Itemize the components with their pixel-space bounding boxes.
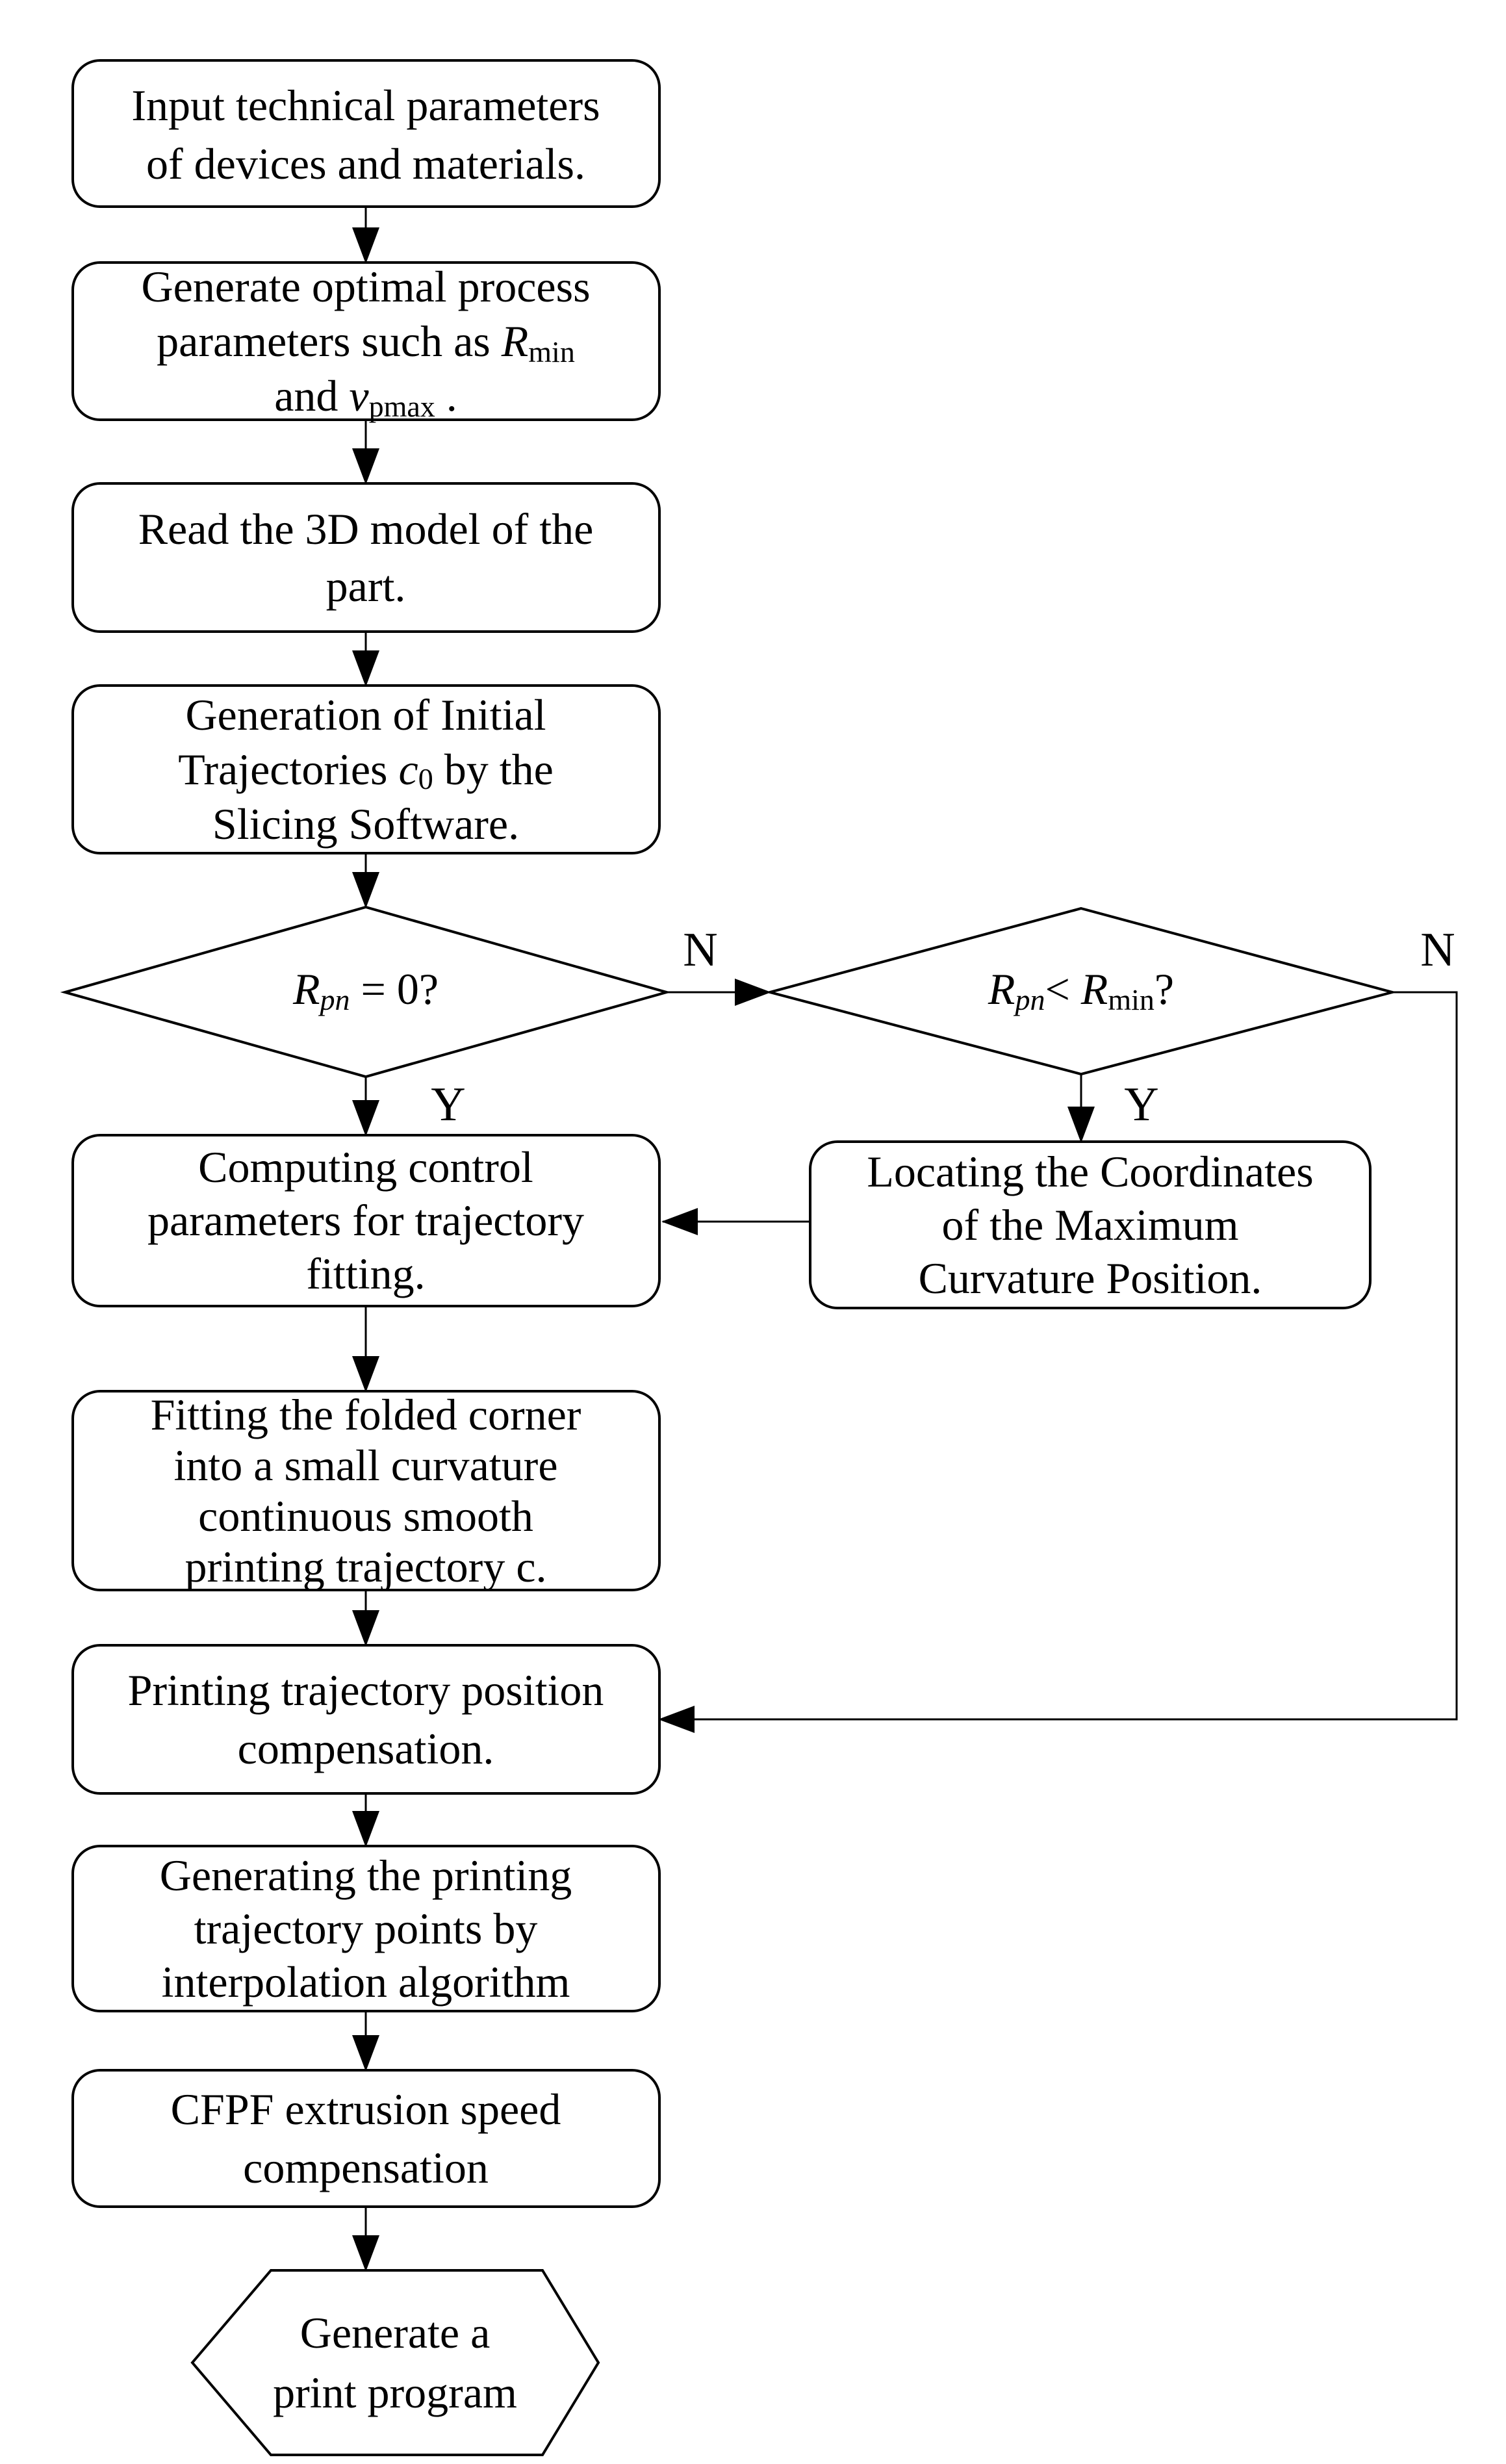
decision2-label: Rpn< Rmin? [988,964,1174,1016]
process-box-read-model [71,482,661,633]
fitting-line4: printing trajectory c. [185,1542,546,1591]
position-compensation-line2: compensation. [238,1724,494,1773]
process-box-fitting-corner [71,1390,661,1591]
process-box-computing-control [71,1134,661,1307]
fitting-line2: into a small curvature [173,1441,557,1490]
read-model-line2: part. [326,561,406,611]
initial-trajectories-line3: Slicing Software. [212,799,519,849]
optimal-params-line3: and vpmax . [274,371,457,423]
arrow-decision2-no-return [658,991,1458,1733]
fitting-line3: continuous smooth [198,1491,533,1541]
initial-trajectories-line2: Trajectories c0 by the [178,745,554,795]
process-box-interpolation [71,1845,661,2012]
process-box-position-compensation [71,1644,661,1795]
locating-line3: Curvature Position. [919,1253,1262,1303]
decision2-no-label: N [1420,923,1455,977]
initial-trajectories-line1: Generation of Initial [185,690,546,739]
cfpf-line2: compensation [243,2143,489,2192]
computing-control-line1: Computing control [198,1142,533,1192]
computing-control-line2: parameters for trajectory [147,1196,584,1245]
decision1-no-label: N [683,923,717,977]
cfpf-line1: CFPF extrusion speed [171,2085,561,2134]
terminal-line1: Generate a [300,2308,491,2357]
interpolation-line3: interpolation algorithm [162,1957,570,2007]
input-params-line1: Input technical parameters [131,81,600,130]
computing-control-line3: fitting. [306,1249,425,1298]
interpolation-line1: Generating the printing [160,1851,572,1900]
optimal-params-line1: Generate optimal process [141,262,590,311]
terminal-line2: print program [273,2368,517,2417]
locating-line2: of the Maximum [941,1200,1238,1250]
decision-diamond-rpn-zero [60,905,672,1079]
decision1-label: Rpn = 0? [292,964,439,1016]
process-box-locating-coordinates [809,1140,1372,1309]
terminal-hexagon-print-program [190,2269,600,2456]
interpolation-line2: trajectory points by [194,1904,538,1953]
fitting-line1: Fitting the folded corner [151,1390,581,1439]
decision-diamond-rpn-rmin [765,906,1398,1076]
process-box-optimal-params [71,261,661,421]
process-box-input-params [71,59,661,208]
optimal-params-line2: parameters such as Rmin [157,316,575,368]
read-model-line1: Read the 3D model of the [138,504,594,554]
decision1-yes-label: Y [431,1078,465,1131]
process-box-cfpf-compensation [71,2069,661,2208]
decision2-yes-label: Y [1124,1078,1158,1131]
process-box-initial-trajectories [71,684,661,854]
position-compensation-line1: Printing trajectory position [128,1665,604,1715]
input-params-line2: of devices and materials. [146,139,585,188]
locating-line1: Locating the Coordinates [867,1147,1313,1196]
